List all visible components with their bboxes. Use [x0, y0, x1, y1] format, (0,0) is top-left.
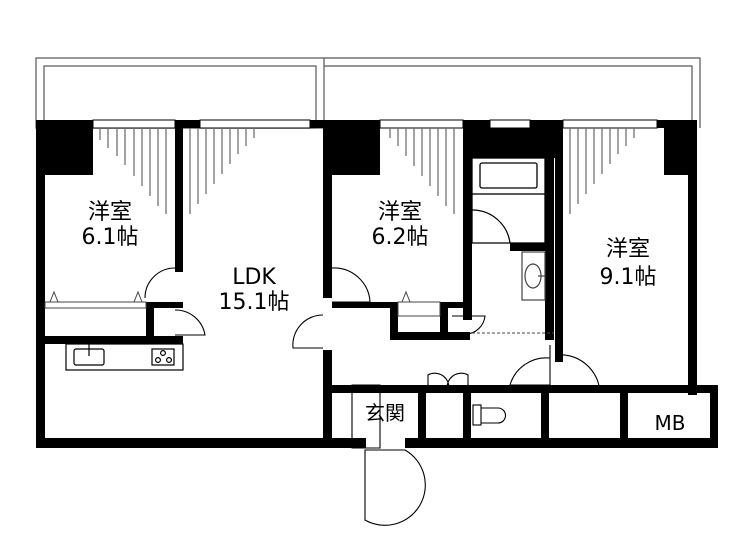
room-label-western-3: 洋室 9.1帖 — [600, 237, 657, 290]
room-label-western-2: 洋室 6.2帖 — [372, 200, 429, 250]
svg-text:LDK: LDK — [232, 265, 276, 290]
svg-text:洋室: 洋室 — [88, 200, 132, 225]
windows — [92, 119, 658, 129]
svg-text:洋室: 洋室 — [606, 237, 650, 262]
room-label-ldk: LDK 15.1帖 — [219, 265, 290, 315]
svg-text:6.1帖: 6.1帖 — [82, 225, 139, 250]
room-label-western-1: 洋室 6.1帖 — [82, 200, 139, 250]
bathtub — [471, 157, 546, 244]
svg-text:9.1帖: 9.1帖 — [600, 265, 657, 290]
meter-box-label: MB — [655, 411, 686, 435]
kitchen-counter — [65, 343, 184, 371]
curtain-lines — [99, 128, 635, 214]
entrance-label: 玄関 — [365, 401, 405, 425]
svg-text:15.1帖: 15.1帖 — [219, 290, 290, 315]
toilet — [472, 404, 506, 426]
balcony — [35, 57, 701, 129]
svg-text:洋室: 洋室 — [378, 200, 422, 225]
closet-shelves — [44, 290, 441, 317]
washbasin — [521, 251, 546, 301]
doors — [144, 267, 601, 526]
svg-text:6.2帖: 6.2帖 — [372, 225, 429, 250]
